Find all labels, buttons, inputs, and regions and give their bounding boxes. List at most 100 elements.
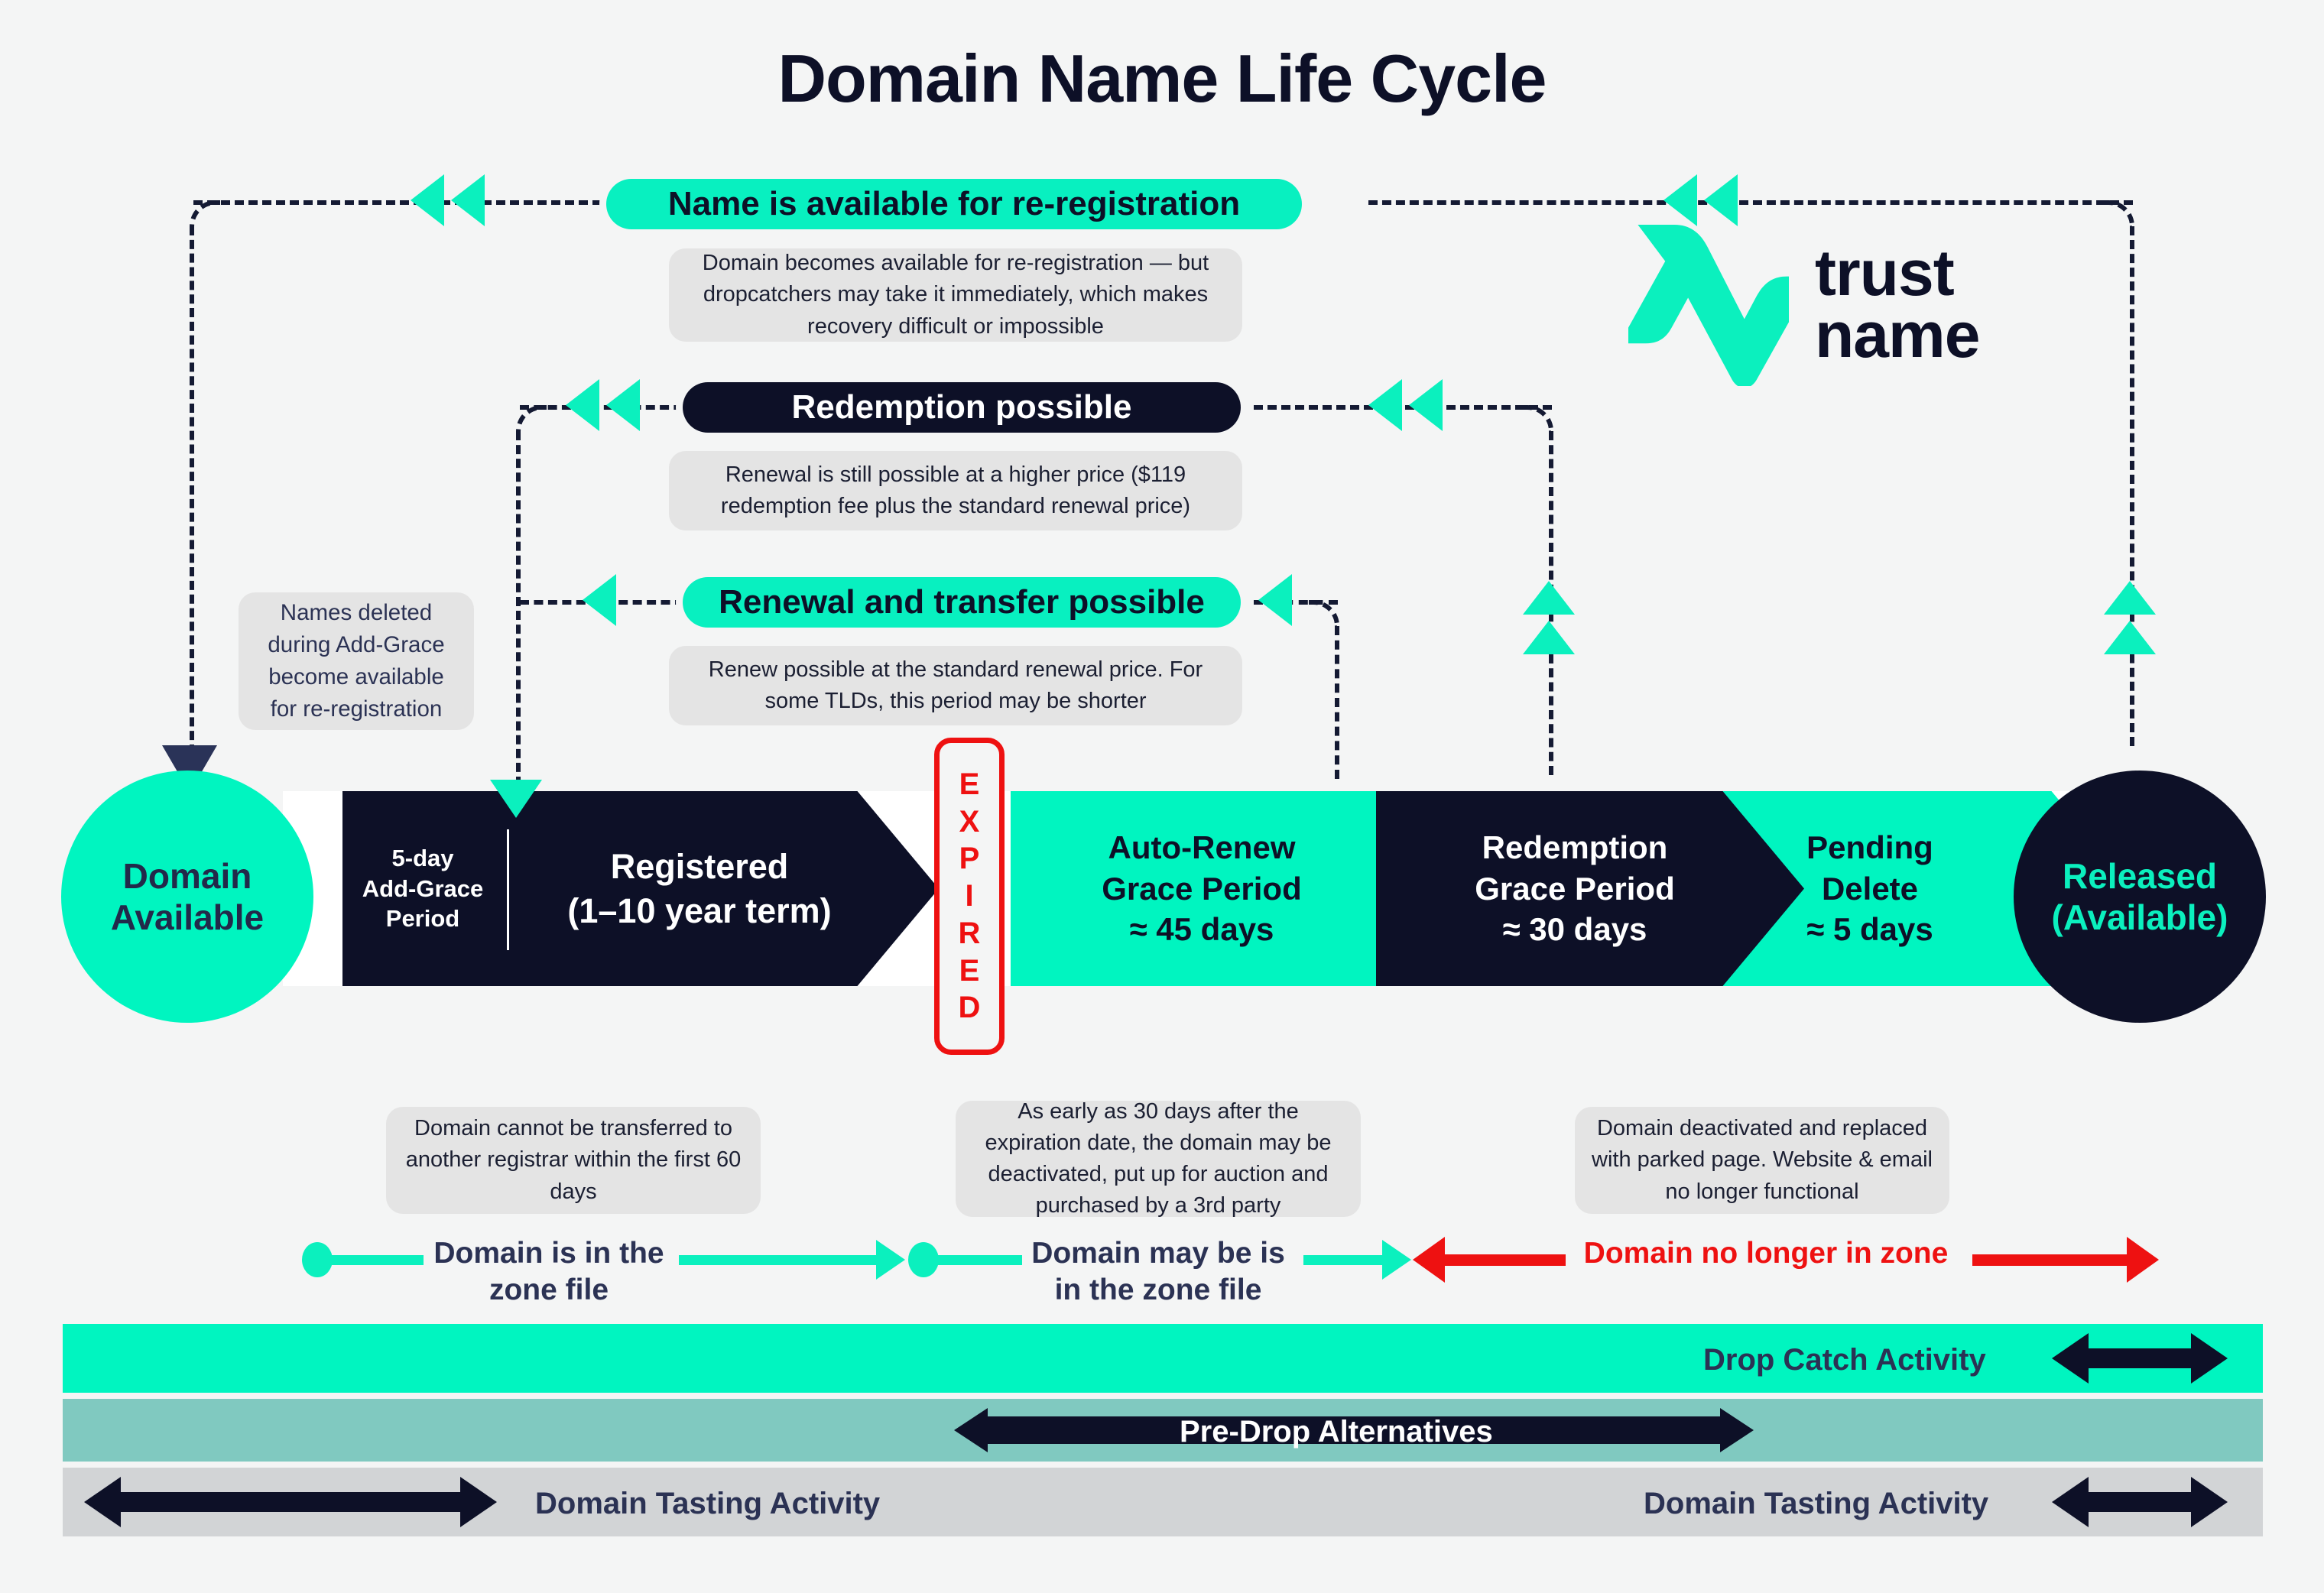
connector-left-down	[190, 226, 194, 754]
zone-bar-red-right	[1972, 1254, 2129, 1266]
segment-line3: ≈ 5 days	[1806, 911, 1933, 948]
note-text: Domain deactivated and replaced with par…	[1592, 1116, 1933, 1204]
expired-letter: X	[959, 804, 980, 839]
trustname-logo: trust name	[1628, 222, 1980, 386]
activity-label-pre-drop: Pre-Drop Alternatives	[1180, 1415, 1493, 1449]
activity-bar-drop-catch	[63, 1324, 2263, 1393]
connector-corner-top-left	[190, 200, 220, 231]
arrow-left-redemptionright-inner	[1409, 379, 1443, 431]
note-text: Domain becomes available for re-registra…	[702, 251, 1209, 339]
arrow-left-top-inner	[451, 174, 485, 226]
trustname-mark-icon	[1628, 224, 1789, 386]
expired-badge: E X P I R E D	[934, 738, 1005, 1055]
expired-letter: D	[958, 991, 981, 1025]
timeline-segment-registered[interactable]: Registered (1–10 year term)	[520, 791, 879, 986]
expired-letter: E	[959, 767, 980, 801]
zone-arrow-head-right-red	[2127, 1237, 2159, 1283]
zone-label-line1: Domain may be is	[1031, 1237, 1285, 1270]
bottom-note-transfer-lock: Domain cannot be transferred to another …	[386, 1107, 761, 1214]
arrow-up-right-outer	[2104, 581, 2156, 615]
note-text: Renew possible at the standard renewal p…	[708, 657, 1203, 713]
callout-pill-name-available[interactable]: Name is available for re-registration	[606, 179, 1302, 229]
zone-label-line2: in the zone file	[1054, 1273, 1262, 1306]
connector-renewal-right-down	[1335, 626, 1339, 779]
callout-label: Renewal and transfer possible	[719, 583, 1205, 621]
note-text: As early as 30 days after the expiration…	[985, 1098, 1332, 1218]
callout-note-name-available: Domain becomes available for re-registra…	[669, 248, 1242, 342]
double-arrow-tasting-left-icon	[84, 1477, 497, 1527]
arrow-left-redemption-inner	[606, 379, 640, 431]
zone-bar-2a	[930, 1255, 1022, 1265]
zone-label-maybe-zone: Domain may be is in the zone file	[1017, 1235, 1300, 1308]
timeline-segment-redemption[interactable]: Redemption Grace Period ≈ 30 days	[1407, 791, 1743, 986]
timeline-mint-arrow-autorenew	[1011, 791, 1485, 986]
bottom-note-deactivated: Domain deactivated and replaced with par…	[1575, 1107, 1949, 1214]
zone-label-line1: Domain is in the	[433, 1237, 664, 1270]
arrow-down-addgrace	[490, 780, 542, 818]
callout-note-redemption: Renewal is still possible at a higher pr…	[669, 451, 1242, 530]
zone-bar-1b	[679, 1255, 878, 1265]
logo-line-trust: trust	[1815, 236, 1955, 309]
zone-bar-1a	[324, 1255, 424, 1265]
connector-renewal-right	[1254, 600, 1338, 605]
timeline-end-released[interactable]: Released (Available)	[2014, 771, 2266, 1023]
timeline-segment-pending-delete[interactable]: Pending Delete ≈ 5 days	[1740, 791, 2000, 986]
trustname-wordmark: trust name	[1815, 236, 1980, 371]
timeline-start-domain-available[interactable]: Domain Available	[61, 771, 313, 1023]
zone-label-no-zone: Domain no longer in zone	[1567, 1235, 1965, 1272]
double-arrow-drop-catch-icon	[2052, 1333, 2228, 1384]
arrow-left-renewal	[583, 574, 616, 626]
arrow-left-topright-outer	[1663, 174, 1697, 226]
segment-line1: Pending	[1806, 829, 1933, 865]
connector-corner-renewal-right	[1309, 600, 1339, 631]
segment-line2: (1–10 year term)	[567, 891, 832, 930]
segment-line1: 5-day	[391, 844, 454, 871]
zone-label-line1: Domain no longer in zone	[1583, 1237, 1949, 1270]
circle-line1: Released	[2062, 855, 2217, 896]
note-add-grace-deleted: Names deleted during Add-Grace become av…	[239, 592, 474, 730]
zone-bar-red-left	[1443, 1254, 1566, 1266]
note-text: Names deleted during Add-Grace become av…	[268, 600, 445, 722]
segment-line2: Add-Grace	[362, 874, 484, 902]
arrow-left-topright-inner	[1704, 174, 1738, 226]
connector-top-left-segment	[193, 200, 698, 205]
arrow-left-redemptionright-outer	[1368, 379, 1402, 431]
connector-corner-top-right	[2104, 200, 2134, 231]
zone-bar-2b	[1303, 1255, 1384, 1265]
zone-label-line2: zone file	[488, 1273, 609, 1306]
expired-letter: I	[965, 879, 974, 913]
connector-redemption-left-down	[516, 431, 521, 786]
timeline-divider-addgrace-registered	[507, 829, 509, 950]
callout-note-renewal-transfer: Renew possible at the standard renewal p…	[669, 646, 1242, 725]
note-text: Renewal is still possible at a higher pr…	[720, 462, 1191, 518]
segment-line3: ≈ 30 days	[1502, 911, 1647, 948]
logo-line-name: name	[1815, 298, 1980, 371]
note-text: Domain cannot be transferred to another …	[405, 1116, 742, 1204]
expired-letter: R	[958, 916, 981, 950]
zone-file-indicator-row: Domain is in the zone file Domain may be…	[0, 1223, 2324, 1307]
zone-label-in-zone: Domain is in the zone file	[419, 1235, 679, 1308]
callout-pill-redemption[interactable]: Redemption possible	[683, 382, 1241, 433]
segment-line2: Grace Period	[1102, 870, 1302, 907]
zone-arrow-head-left-red	[1413, 1237, 1445, 1283]
activity-label-domain-tasting-left: Domain Tasting Activity	[535, 1487, 881, 1520]
zone-arrow-head-1	[876, 1240, 905, 1280]
circle-line2: Available	[110, 897, 265, 937]
connector-corner-redemption-left	[516, 405, 547, 436]
page-title: Domain Name Life Cycle	[777, 41, 1547, 116]
activity-label-drop-catch: Drop Catch Activity	[1703, 1343, 1986, 1377]
timeline-segment-auto-renew[interactable]: Auto-Renew Grace Period ≈ 45 days	[1011, 791, 1393, 986]
segment-line2: Grace Period	[1475, 870, 1675, 907]
arrow-left-top-outer	[411, 174, 444, 226]
segment-line3: ≈ 45 days	[1129, 911, 1274, 948]
double-arrow-pre-drop-icon	[954, 1408, 1754, 1452]
timeline-segment-add-grace[interactable]: 5-day Add-Grace Period	[342, 791, 503, 986]
expired-letter: E	[959, 953, 980, 988]
timeline-navy-arrow-shape	[342, 791, 939, 986]
segment-line2: Delete	[1821, 870, 1919, 907]
segment-line1: Redemption	[1482, 829, 1668, 865]
timeline-navy-arrow-redemption	[1376, 791, 1804, 986]
callout-pill-renewal-transfer[interactable]: Renewal and transfer possible	[683, 577, 1241, 628]
connector-redemption-right	[1254, 405, 1552, 410]
arrow-left-redemption-outer	[566, 379, 599, 431]
